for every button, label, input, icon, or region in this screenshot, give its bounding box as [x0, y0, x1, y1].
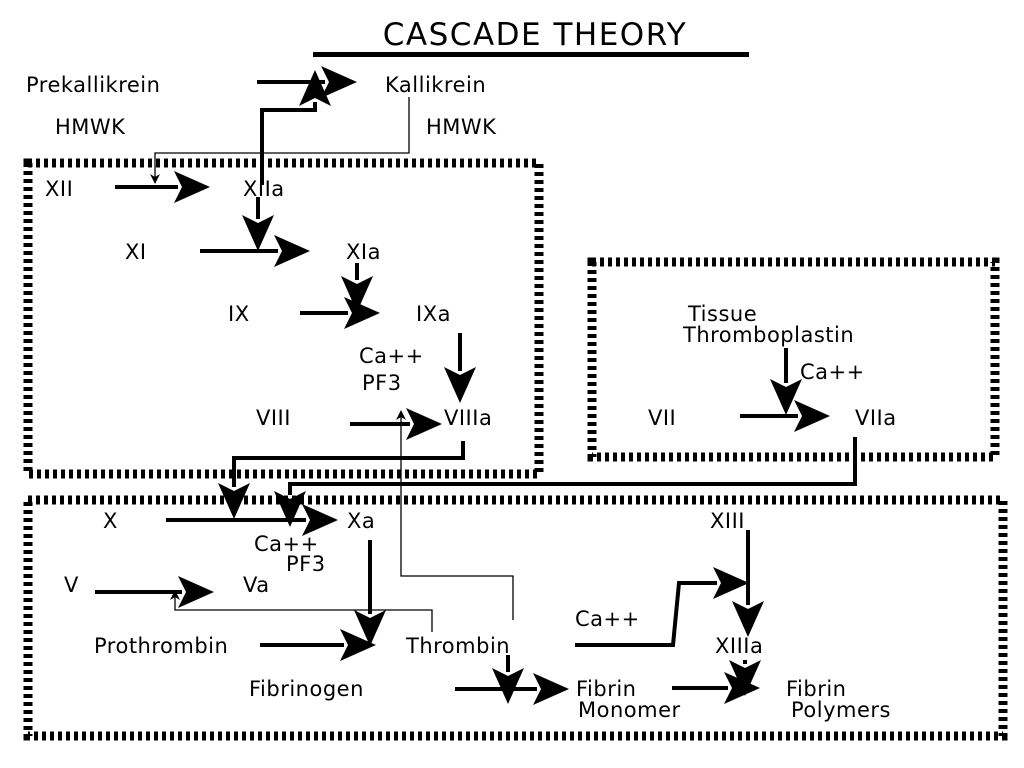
label-xiii: XIII	[710, 509, 745, 533]
label-viii: VIII	[256, 406, 291, 430]
label-thrombin: Thrombin	[405, 634, 510, 658]
label-pf3-intrinsic: PF3	[362, 371, 402, 395]
label-hmwk-left: HMWK	[55, 115, 126, 139]
label-prothrombin: Prothrombin	[94, 634, 228, 658]
label-ix: IX	[228, 302, 250, 326]
label-va: Va	[243, 573, 270, 597]
title-underline	[313, 52, 749, 57]
label-prekallikrein: Prekallikrein	[26, 73, 160, 97]
label-ixa: IXa	[416, 302, 451, 326]
label-ca-xiii: Ca++	[575, 607, 640, 631]
line-thrombin-activates-v	[170, 590, 433, 632]
label-fibrin-2: Fibrin	[786, 677, 847, 701]
common-pathway-box	[23, 495, 1008, 741]
arrow-viia-to-x	[274, 437, 857, 527]
label-v: V	[64, 573, 79, 597]
reaction-arrows	[95, 66, 857, 705]
label-xiiia: XIIIa	[715, 634, 763, 658]
label-xia: XIa	[346, 240, 381, 264]
label-kallikrein: Kallikrein	[385, 73, 486, 97]
label-hmwk-right: HMWK	[426, 115, 497, 139]
label-polymers: Polymers	[791, 698, 891, 722]
label-xi: XI	[125, 240, 147, 264]
diagram-title: CASCADE THEORY	[383, 17, 687, 53]
label-x: X	[103, 509, 118, 533]
label-thromboplastin: Thromboplastin	[682, 323, 854, 347]
label-pf3-common: PF3	[286, 552, 326, 576]
label-fibrin: Fibrin	[576, 677, 637, 701]
label-ca-intrinsic: Ca++	[359, 344, 424, 368]
label-viia: VIIa	[855, 406, 897, 430]
label-vii: VII	[648, 406, 676, 430]
arrow-viiia-to-x	[218, 441, 465, 519]
arrow-ca-xiii	[575, 567, 749, 647]
feedback-lines	[150, 97, 514, 632]
label-ca-common: Ca++	[254, 532, 319, 556]
line-thrombin-activates-viii	[396, 410, 514, 620]
intrinsic-pathway-box	[23, 158, 544, 479]
label-fibrinogen: Fibrinogen	[249, 677, 364, 701]
extrinsic-pathway-box	[587, 257, 1000, 462]
label-xa: Xa	[347, 509, 375, 533]
label-viiia: VIIIa	[444, 406, 492, 430]
label-ca-extrinsic: Ca++	[800, 360, 865, 384]
line-kallikrein-feedback	[150, 97, 410, 184]
label-tissue: Tissue	[687, 302, 757, 326]
arrow-xiia-activates-kallikrein	[260, 70, 331, 185]
label-xiia: XIIa	[243, 177, 285, 201]
label-xii: XII	[45, 177, 73, 201]
label-monomer: Monomer	[578, 698, 681, 722]
